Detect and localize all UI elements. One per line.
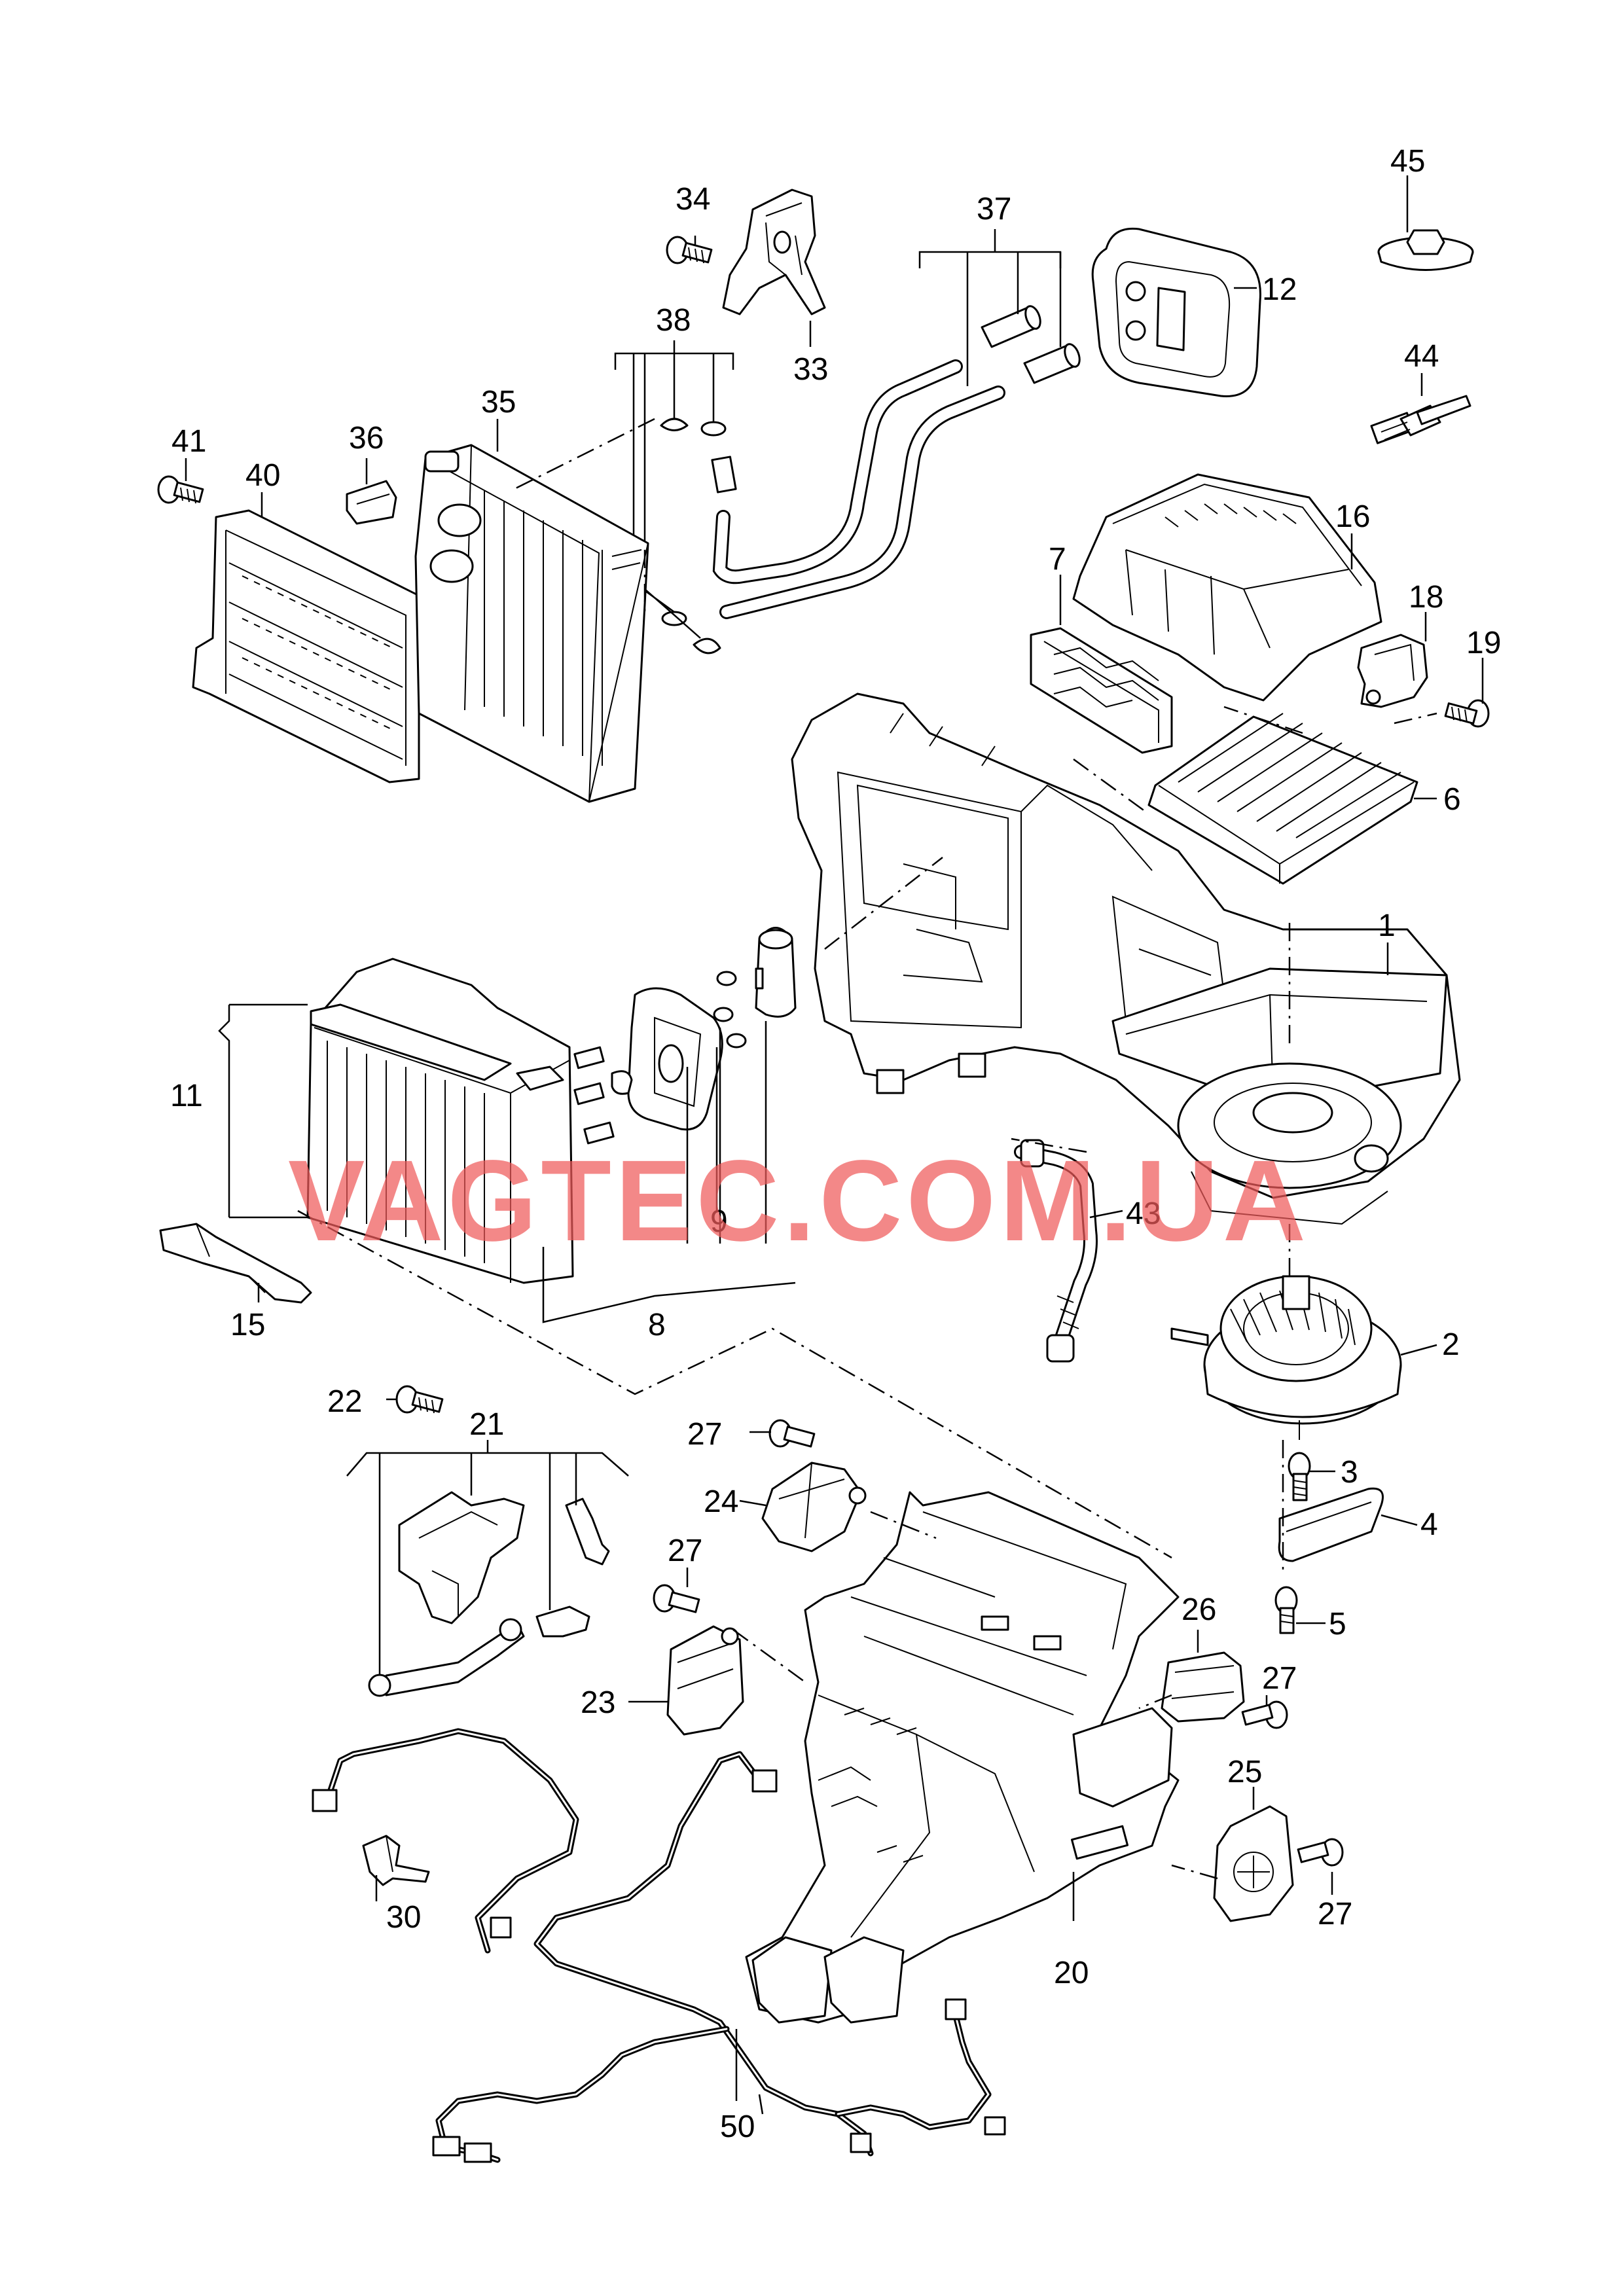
callout-1: 1 bbox=[1378, 908, 1396, 943]
part-45-washer-nut bbox=[1377, 229, 1474, 271]
callout-23: 23 bbox=[581, 1685, 615, 1720]
callout-33: 33 bbox=[793, 352, 828, 387]
part-11-evaporator bbox=[306, 958, 574, 1284]
callout-4: 4 bbox=[1420, 1507, 1438, 1542]
part-9-valve-seals bbox=[713, 927, 797, 1049]
callout-50: 50 bbox=[720, 2109, 755, 2144]
part-27-bolt-a bbox=[768, 1419, 816, 1448]
part-7-filter-frame bbox=[1030, 627, 1173, 754]
callout-15: 15 bbox=[230, 1308, 265, 1342]
part-30-bracket bbox=[362, 1835, 430, 1886]
callout-11: 11 bbox=[170, 1079, 203, 1113]
callout-9: 9 bbox=[710, 1204, 728, 1239]
part-40-frame-cover bbox=[192, 509, 420, 783]
part-16-upper-housing bbox=[1072, 473, 1382, 702]
part-37-refrigerant-pipes bbox=[711, 229, 1081, 619]
part-3-bolt bbox=[1288, 1452, 1311, 1501]
callout-34: 34 bbox=[676, 182, 710, 217]
callout-6: 6 bbox=[1443, 782, 1461, 817]
callout-26: 26 bbox=[1182, 1592, 1216, 1627]
leader-8 bbox=[542, 1247, 796, 1323]
callout-40: 40 bbox=[245, 458, 280, 493]
callout-leaders bbox=[185, 175, 1484, 2115]
part-8-expansion-valve bbox=[573, 987, 723, 1145]
callout-7: 7 bbox=[1049, 542, 1066, 577]
callout-20: 20 bbox=[1054, 1956, 1089, 1990]
part-1-main-housing bbox=[791, 692, 1461, 1225]
callout-36: 36 bbox=[349, 421, 384, 456]
part-21-linkage-levers bbox=[346, 1440, 629, 1697]
callout-24: 24 bbox=[704, 1484, 738, 1519]
callout-16: 16 bbox=[1335, 499, 1370, 534]
part-23-actuator bbox=[666, 1625, 744, 1736]
part-20-lower-housing bbox=[745, 1491, 1180, 2024]
callout-labels: 45 12 44 34 37 33 38 35 36 41 40 16 7 18… bbox=[170, 144, 1501, 2144]
callout-8: 8 bbox=[648, 1308, 666, 1342]
callout-25: 25 bbox=[1227, 1755, 1262, 1789]
callout-27d: 27 bbox=[1318, 1897, 1352, 1931]
callout-12: 12 bbox=[1262, 272, 1297, 307]
leader-11 bbox=[218, 1005, 230, 1217]
callout-21: 21 bbox=[469, 1407, 504, 1442]
callout-3: 3 bbox=[1341, 1455, 1358, 1490]
callout-35: 35 bbox=[481, 385, 516, 420]
part-26-actuator bbox=[1161, 1651, 1245, 1723]
part-5-bolt bbox=[1274, 1586, 1298, 1634]
part-35-heater-core bbox=[414, 444, 649, 803]
part-6-cabin-filter bbox=[1147, 713, 1418, 885]
callout-45: 45 bbox=[1390, 144, 1425, 179]
callout-22: 22 bbox=[327, 1384, 362, 1419]
part-27-bolt-d bbox=[1297, 1838, 1344, 1867]
part-38-o-rings-clips bbox=[614, 340, 734, 655]
callout-5: 5 bbox=[1329, 1607, 1346, 1641]
callout-30: 30 bbox=[386, 1900, 421, 1935]
part-27-bolt-c bbox=[1241, 1700, 1288, 1729]
part-41-bolt bbox=[157, 475, 204, 504]
assembly-dash-lines bbox=[297, 418, 1437, 1880]
part-27-bolt-b bbox=[653, 1584, 700, 1613]
part-4-cover bbox=[1278, 1487, 1384, 1562]
callout-2: 2 bbox=[1442, 1327, 1460, 1362]
watermark-text: VAGTEC.COM.UA bbox=[288, 1137, 1310, 1265]
part-2-blower-motor bbox=[1170, 1275, 1402, 1440]
part-44-clip-pin bbox=[1370, 395, 1471, 444]
part-43-drain-hose bbox=[1014, 1139, 1098, 1363]
part-15-sensor bbox=[159, 1223, 312, 1304]
callout-27c: 27 bbox=[1262, 1661, 1297, 1696]
part-25-actuator bbox=[1213, 1805, 1294, 1922]
callout-37: 37 bbox=[977, 192, 1011, 226]
part-12-seal-plate bbox=[1091, 227, 1261, 397]
callout-18: 18 bbox=[1409, 580, 1443, 615]
callout-44: 44 bbox=[1404, 339, 1439, 374]
callout-38: 38 bbox=[656, 303, 691, 338]
callout-19: 19 bbox=[1466, 626, 1501, 660]
part-24-actuator bbox=[761, 1462, 867, 1552]
callout-41: 41 bbox=[171, 424, 206, 459]
part-36-clip bbox=[346, 480, 397, 525]
callout-43: 43 bbox=[1126, 1196, 1161, 1231]
part-18-bracket bbox=[1357, 634, 1428, 708]
part-22-bolt bbox=[395, 1385, 444, 1414]
part-34-bolt bbox=[666, 236, 713, 264]
part-19-bolt bbox=[1444, 699, 1490, 728]
part-33-bracket bbox=[722, 188, 826, 315]
frame-40-holes bbox=[242, 575, 393, 730]
part-50-wiring-harness bbox=[312, 1728, 1006, 2163]
callout-27a: 27 bbox=[687, 1417, 722, 1452]
callout-27b: 27 bbox=[668, 1534, 702, 1568]
